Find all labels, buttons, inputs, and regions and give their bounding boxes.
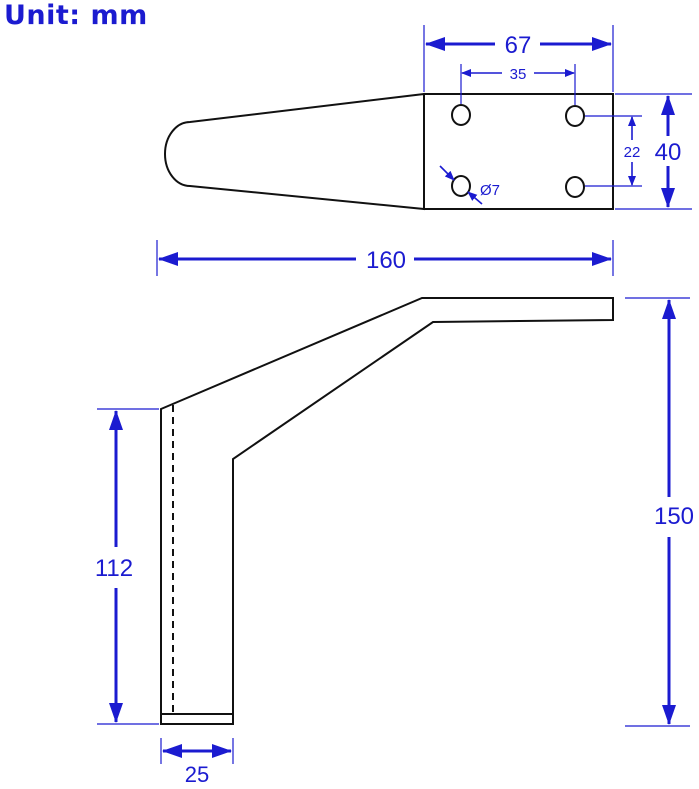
- dimension-plate-width: 67: [423, 25, 614, 92]
- label-leg-width: 25: [185, 762, 209, 787]
- dimension-hole-spacing-x: 35: [460, 64, 576, 105]
- label-leg-height: 112: [95, 555, 133, 582]
- mounting-hole: [565, 176, 585, 198]
- dimension-total-height: 150: [625, 297, 694, 727]
- dimension-leg-width: 25: [160, 738, 234, 787]
- unit-label: Unit: mm: [4, 0, 148, 31]
- side-view: [160, 297, 614, 725]
- label-plate-width: 67: [505, 32, 532, 59]
- side-view-bracket: [160, 297, 614, 725]
- dimension-total-length: 160: [156, 240, 614, 276]
- mounting-hole: [451, 175, 471, 197]
- mounting-hole: [565, 105, 585, 127]
- mounting-hole: [451, 104, 471, 126]
- label-total-height: 150: [654, 503, 694, 530]
- label-plate-height: 40: [655, 139, 682, 166]
- dimension-plate-height: 40: [615, 93, 692, 210]
- label-hole-spacing-y: 22: [624, 144, 641, 161]
- dimension-hole-spacing-y: 22: [585, 115, 642, 187]
- dimension-hole-diameter: Ø7: [439, 165, 500, 205]
- label-hole-spacing-x: 35: [510, 66, 527, 83]
- dimension-leg-height: 112: [95, 408, 159, 725]
- label-hole-diameter: Ø7: [480, 182, 500, 199]
- top-view: [164, 92, 614, 211]
- label-total-length: 160: [366, 247, 406, 274]
- top-view-arm: [164, 92, 425, 211]
